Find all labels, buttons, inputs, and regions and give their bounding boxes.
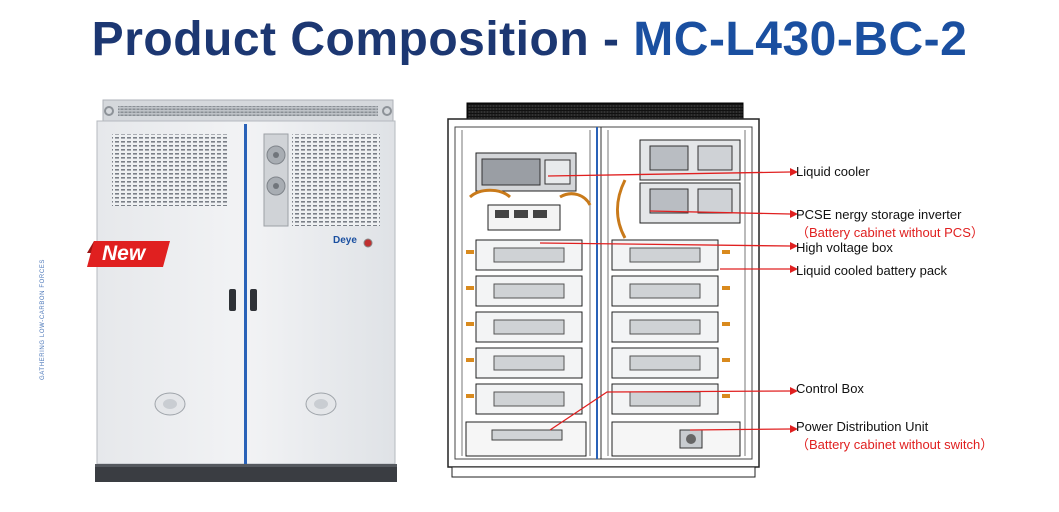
callout-pdu-note: （Battery cabinet without switch） [796,437,994,452]
new-badge: New [102,242,146,265]
page-title: Product Composition - MC-L430-BC-2 [0,12,1059,67]
callout-hv-box: High voltage box [796,240,893,255]
brand-logo: Deye [333,235,357,246]
callout-pdu: Power Distribution Unit [796,419,929,434]
callout-inverter: PCSE nergy storage inverter [796,207,962,222]
callout-battery-pack: Liquid cooled battery pack [796,263,948,278]
title-model: MC-L430-BC-2 [633,13,968,66]
title-prefix: Product Composition - [91,13,634,66]
callout-control-box: Control Box [796,381,864,396]
callout-inverter-note: （Battery cabinet without PCS） [796,225,984,240]
callout-liquid-cooler: Liquid cooler [796,164,870,179]
